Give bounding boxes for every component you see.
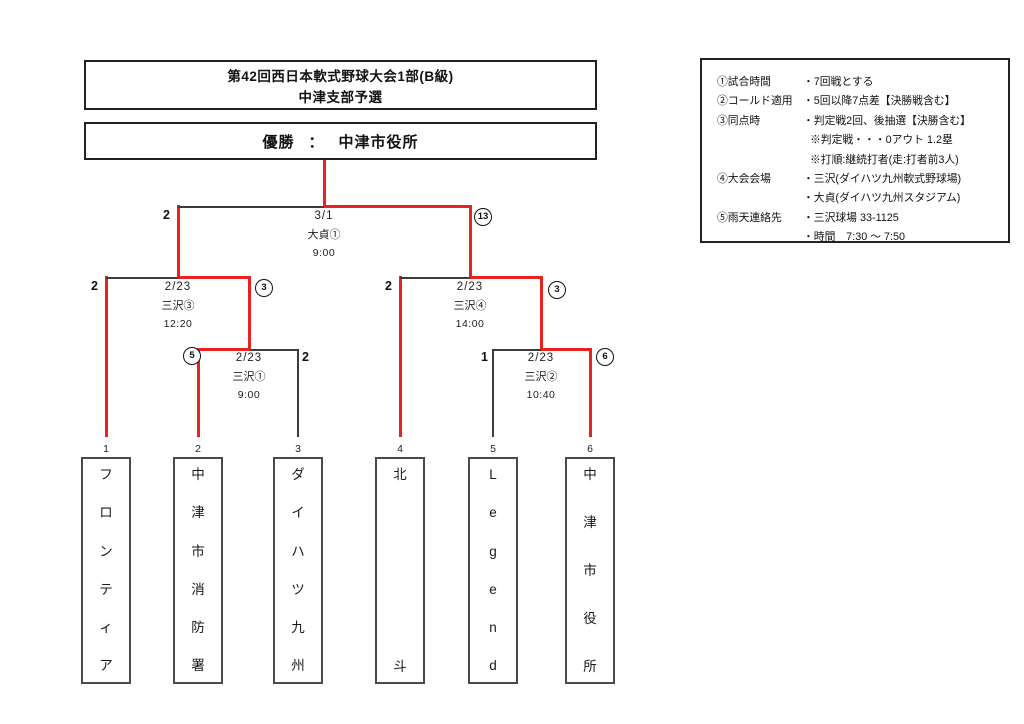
match-round1-left-label: 2/23 三沢① 9:00 — [233, 352, 266, 401]
rule-row: ※打順:継続打者(走:打者前3人) — [810, 153, 959, 166]
match-date: 2/23 — [164, 281, 192, 293]
winner-path-line — [323, 205, 472, 208]
semifinal-right-right-score-winner: 3 — [548, 281, 566, 299]
round1-right-left-score: 1 — [481, 350, 488, 364]
team-box-hokuto: 北斗 — [375, 457, 425, 684]
bracket-line — [106, 277, 178, 279]
final-left-score: 2 — [163, 208, 170, 222]
champion-box: 優勝 ： 中津市役所 — [84, 122, 597, 160]
match-venue: 三沢② — [524, 371, 558, 383]
winner-path-line — [248, 276, 251, 351]
semifinal-left-left-score: 2 — [91, 279, 98, 293]
rule-row: ・時間 7:30 ～ 7:50 — [803, 231, 906, 244]
tournament-subtitle: 中津支部予選 — [298, 89, 383, 105]
match-time: 9:00 — [237, 389, 261, 401]
rule-row: ④大会会場・三沢(ダイハツ九州軟式野球場) — [717, 173, 962, 186]
match-time: 9:00 — [312, 247, 336, 259]
winner-path-line — [469, 276, 543, 279]
match-time: 12:20 — [163, 318, 193, 330]
rule-row: ①試合時間・7回戦とする — [717, 76, 874, 88]
bracket-line — [250, 349, 298, 351]
match-date: 2/23 — [527, 352, 555, 364]
rule-row: ⑤雨天連絡先・三沢球場 33-1125 — [717, 211, 899, 224]
team-box-nakatsu-fire: 中津市消防署 — [173, 457, 223, 684]
team4-line — [399, 276, 402, 437]
final-right-score-winner: 13 — [474, 208, 492, 226]
team5-line — [492, 349, 494, 437]
tournament-title: 第42回西日本軟式野球大会1部(B級) — [227, 68, 454, 84]
champion-separator: ： — [308, 133, 325, 151]
winner-path-line — [197, 348, 251, 351]
team-box-nakatsu-cityhall: 中津市役所 — [565, 457, 615, 684]
match-round1-right-label: 2/23 三沢② 10:40 — [525, 352, 558, 401]
bracket-line — [400, 277, 470, 279]
rules-box: ①試合時間・7回戦とする ②コールド適用・5回以降7点差【決勝戦含む】 ③同点時… — [700, 58, 1010, 243]
bracket-line — [493, 349, 541, 351]
winner-path-line — [177, 276, 251, 279]
winner-path-line — [323, 160, 326, 208]
winner-path-line — [540, 276, 543, 351]
seed-number: 2 — [195, 443, 201, 455]
team2-line — [197, 348, 200, 437]
match-time: 14:00 — [455, 318, 485, 330]
match-venue: 三沢③ — [161, 300, 195, 312]
bracket-line — [178, 206, 324, 208]
rule-row: ・大貞(ダイハツ九州スタジアム) — [803, 192, 961, 205]
rule-row: ③同点時・判定戦2回、後抽選【決勝含む】 — [717, 114, 971, 127]
winner-path-line — [540, 348, 592, 351]
semifinal-left-right-score-winner: 3 — [255, 279, 273, 297]
winner-path-line — [469, 205, 472, 279]
team6-line — [589, 348, 592, 437]
round1-right-right-score-winner: 6 — [596, 348, 614, 366]
rule-row: ②コールド適用・5回以降7点差【決勝戦含む】 — [717, 95, 956, 108]
team1-line — [105, 276, 108, 437]
seed-number: 3 — [295, 443, 301, 455]
match-semifinal-left-label: 2/23 三沢③ 12:20 — [162, 281, 195, 330]
match-final-label: 3/1 大貞① 9:00 — [308, 210, 341, 259]
team-box-daihatsu-kyushu: ダイハツ九州 — [273, 457, 323, 684]
seed-number: 4 — [397, 443, 403, 455]
rule-row: ※判定戦・・・0アウト 1.2塁 — [810, 134, 953, 147]
semifinal-right-left-score: 2 — [385, 279, 392, 293]
match-date: 2/23 — [235, 352, 263, 364]
champion-label: 優勝 — [262, 133, 295, 151]
match-venue: 三沢④ — [453, 300, 487, 312]
match-venue: 三沢① — [232, 371, 266, 383]
match-venue: 大貞① — [307, 229, 341, 241]
title-box: 第42回西日本軟式野球大会1部(B級) 中津支部予選 — [84, 60, 597, 110]
match-time: 10:40 — [526, 389, 556, 401]
match-date: 3/1 — [314, 210, 334, 222]
round1-left-left-score-winner: 5 — [183, 347, 201, 365]
seed-number: 1 — [103, 443, 109, 455]
team-box-frontier: フロンティア — [81, 457, 131, 684]
team3-line — [297, 349, 299, 437]
winner-path-line — [177, 205, 180, 279]
seed-number: 5 — [490, 443, 496, 455]
champion-name: 中津市役所 — [338, 133, 419, 151]
seed-number: 6 — [587, 443, 593, 455]
match-semifinal-right-label: 2/23 三沢④ 14:00 — [454, 281, 487, 330]
round1-left-right-score: 2 — [302, 350, 309, 364]
match-date: 2/23 — [456, 281, 484, 293]
